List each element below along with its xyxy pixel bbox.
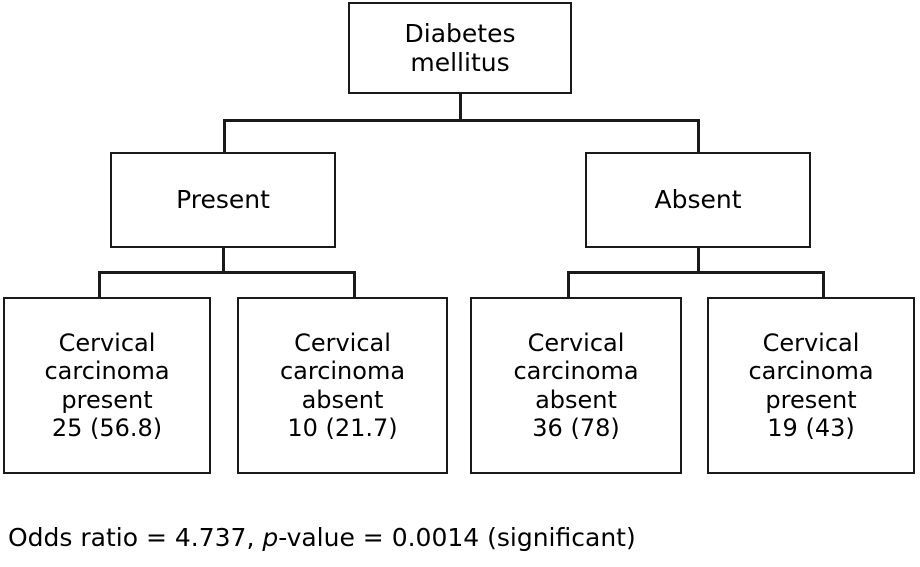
node-present: Present <box>110 152 336 248</box>
connector-drop-leaf-4 <box>822 271 825 299</box>
node-absent: Absent <box>585 152 811 248</box>
node-leaf-cervical-carcinoma-absent-36: Cervical carcinoma absent 36 (78) <box>470 297 682 474</box>
connector-present-bar <box>98 271 356 274</box>
connector-drop-absent <box>697 119 700 154</box>
node-leaf-4-label: Cervical carcinoma present 19 (43) <box>748 328 874 442</box>
connector-drop-leaf-1 <box>98 271 101 299</box>
node-leaf-2-label: Cervical carcinoma absent 10 (21.7) <box>279 328 406 442</box>
node-leaf-3-label: Cervical carcinoma absent 36 (78) <box>513 328 639 442</box>
odds-ratio-text: Odds ratio = 4.737, <box>8 523 263 552</box>
connector-level2-bar <box>223 119 700 122</box>
connector-absent-stem <box>697 247 700 274</box>
connector-absent-bar <box>567 271 825 274</box>
p-symbol: p <box>262 523 279 552</box>
connector-drop-leaf-3 <box>567 271 570 299</box>
node-leaf-cervical-carcinoma-absent-10: Cervical carcinoma absent 10 (21.7) <box>237 297 448 474</box>
connector-present-stem <box>222 247 225 274</box>
node-diabetes-mellitus-label: Diabetes mellitus <box>404 18 516 78</box>
statistics-caption: Odds ratio = 4.737, p-value = 0.0014 (si… <box>8 522 636 553</box>
connector-drop-leaf-2 <box>353 271 356 299</box>
connector-root-stem <box>459 94 462 122</box>
node-leaf-cervical-carcinoma-present-25: Cervical carcinoma present 25 (56.8) <box>3 297 211 474</box>
connector-drop-present <box>223 119 226 154</box>
node-diabetes-mellitus: Diabetes mellitus <box>348 2 572 94</box>
node-present-label: Present <box>176 185 270 215</box>
node-leaf-1-label: Cervical carcinoma present 25 (56.8) <box>44 328 170 442</box>
p-value-text: -value = 0.0014 (significant) <box>278 523 636 552</box>
node-absent-label: Absent <box>654 185 742 215</box>
node-leaf-cervical-carcinoma-present-19: Cervical carcinoma present 19 (43) <box>707 297 915 474</box>
